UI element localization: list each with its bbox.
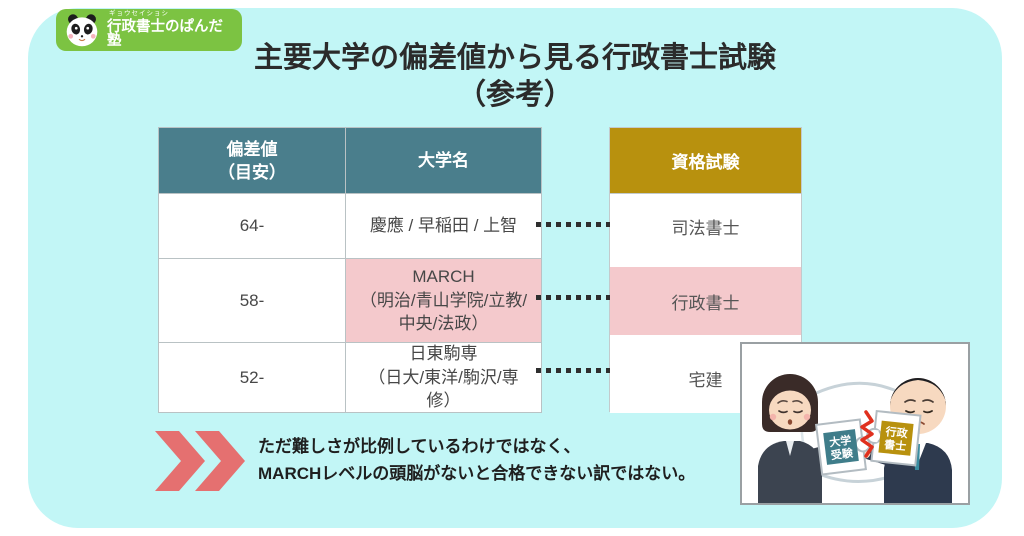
university-cell-row3: 日東駒専 （日大/東洋/駒沢/専 修）: [346, 343, 542, 413]
page-title-line1: 主要大学の偏差値から見る行政書士試験: [253, 42, 776, 74]
qualification-cell-judicial-scrivener: 司法書士: [610, 194, 801, 259]
note-line2: MARCHレベルの頭脳がないと合格できない訳ではない。: [258, 464, 696, 483]
mismatch-zigzag: [860, 410, 874, 458]
dotted-connector-row2: [536, 295, 610, 300]
university-cell-row1: 慶應 / 早稲田 / 上智: [346, 194, 542, 259]
right-book-label-line2: 書士: [884, 437, 907, 453]
page-title: 主要大学の偏差値から見る行政書士試験 （参考）: [28, 40, 1002, 114]
left-book-label-line1: 大学: [828, 433, 852, 450]
dotted-connector-row3: [536, 368, 610, 373]
dotted-connector-row1: [536, 222, 610, 227]
right-book-label-line1: 行政: [884, 424, 909, 440]
page-title-line2: （参考）: [456, 79, 573, 111]
double-chevron-right-icon: [155, 431, 245, 491]
logo-text: ギョウセイショシ 行政書士のぱんだ塾: [107, 11, 234, 49]
university-deviation-table: 偏差値 （目安） 大学名 64- 慶應 / 早稲田 / 上智 58- MARCH…: [158, 127, 542, 413]
header-university-name: 大学名: [346, 128, 542, 194]
logo-name: 行政書士のぱんだ塾: [107, 18, 223, 50]
right-puzzle-piece: 行政 書士: [866, 409, 922, 467]
score-cell-row3: 52-: [159, 343, 346, 413]
puzzle-mismatch-illustration: 大学 受験 行政 書士: [740, 342, 970, 505]
university-cell-row2-highlighted: MARCH （明治/青山学院/立教/ 中央/法政）: [346, 259, 542, 343]
qualification-cell-gyoseishoshi-highlighted: 行政書士: [610, 259, 801, 343]
logo-furigana: ギョウセイショシ: [109, 10, 169, 18]
site-logo-badge: ギョウセイショシ 行政書士のぱんだ塾: [56, 9, 242, 51]
note-line1: ただ難しさが比例しているわけではなく、: [258, 437, 581, 456]
left-puzzle-piece: 大学 受験: [815, 418, 871, 476]
header-deviation-score: 偏差値 （目安）: [159, 128, 346, 194]
score-cell-row1: 64-: [159, 194, 346, 259]
panda-icon: [66, 14, 98, 47]
score-cell-row2: 58-: [159, 259, 346, 343]
note-text: ただ難しさが比例しているわけではなく、 MARCHレベルの頭脳がないと合格できな…: [258, 433, 728, 487]
left-book-label-line2: 受験: [830, 446, 855, 463]
header-qualification-exam: 資格試験: [610, 128, 801, 194]
illustration-drawing: 大学 受験 行政 書士: [758, 374, 952, 503]
